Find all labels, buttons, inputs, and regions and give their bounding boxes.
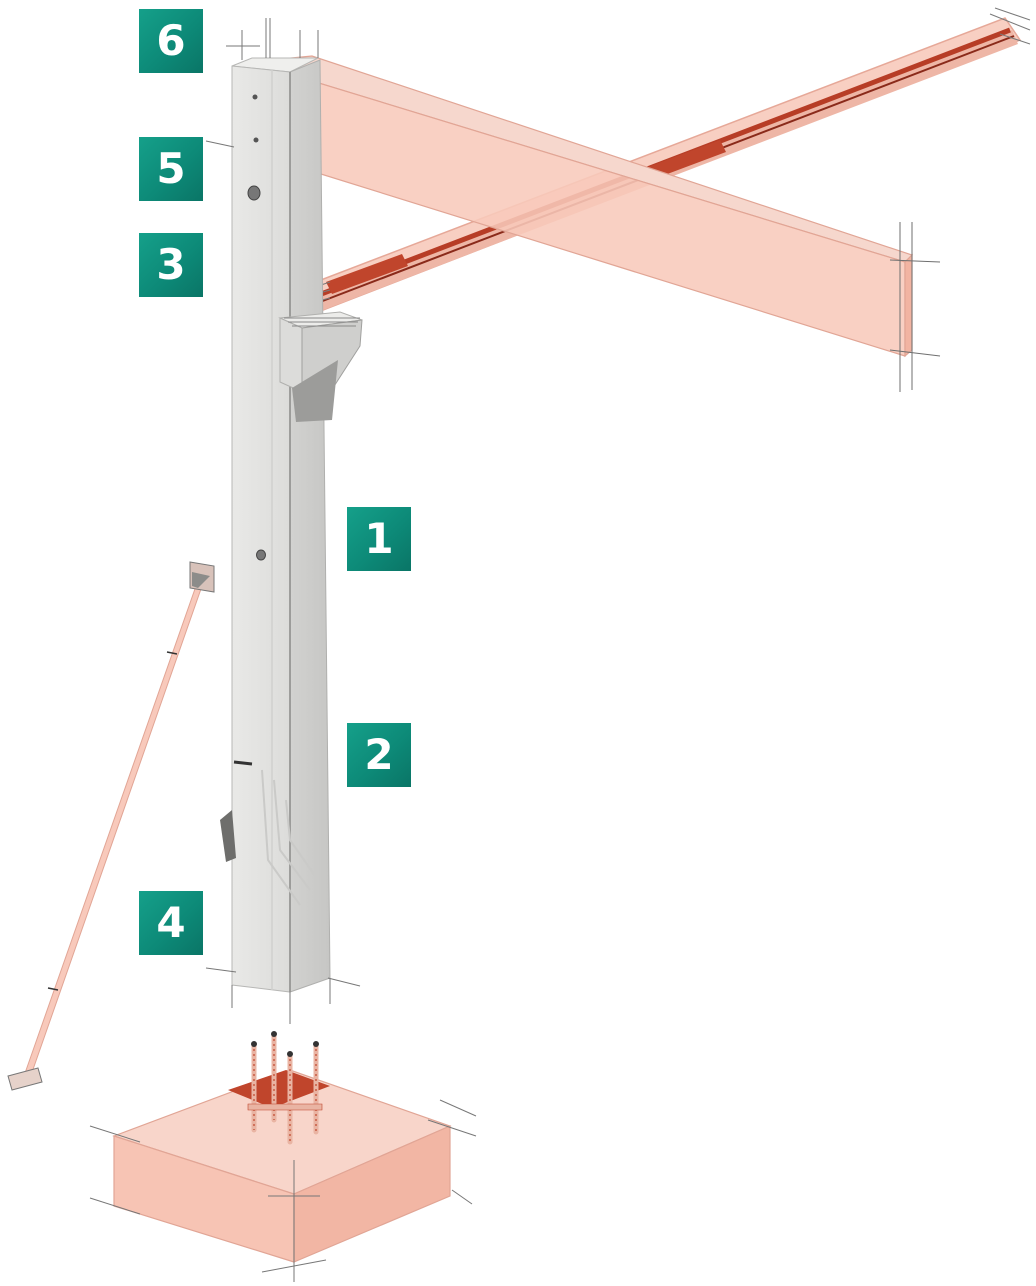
callout-badge-5: 5 [139,137,203,201]
crossing-beam [249,55,941,392]
rebar-beam [287,7,1031,313]
precast-column [205,18,361,1024]
callout-badge-3: 3 [139,233,203,297]
callout-badge-1: 1 [347,507,411,571]
foundation-block [89,1069,477,1282]
callout-badge-4: 4 [139,891,203,955]
column-corbel [278,311,363,422]
temporary-brace [7,561,215,1091]
starter-bars [247,1031,323,1145]
callout-badge-6: 6 [139,9,203,73]
callout-badge-2: 2 [347,723,411,787]
